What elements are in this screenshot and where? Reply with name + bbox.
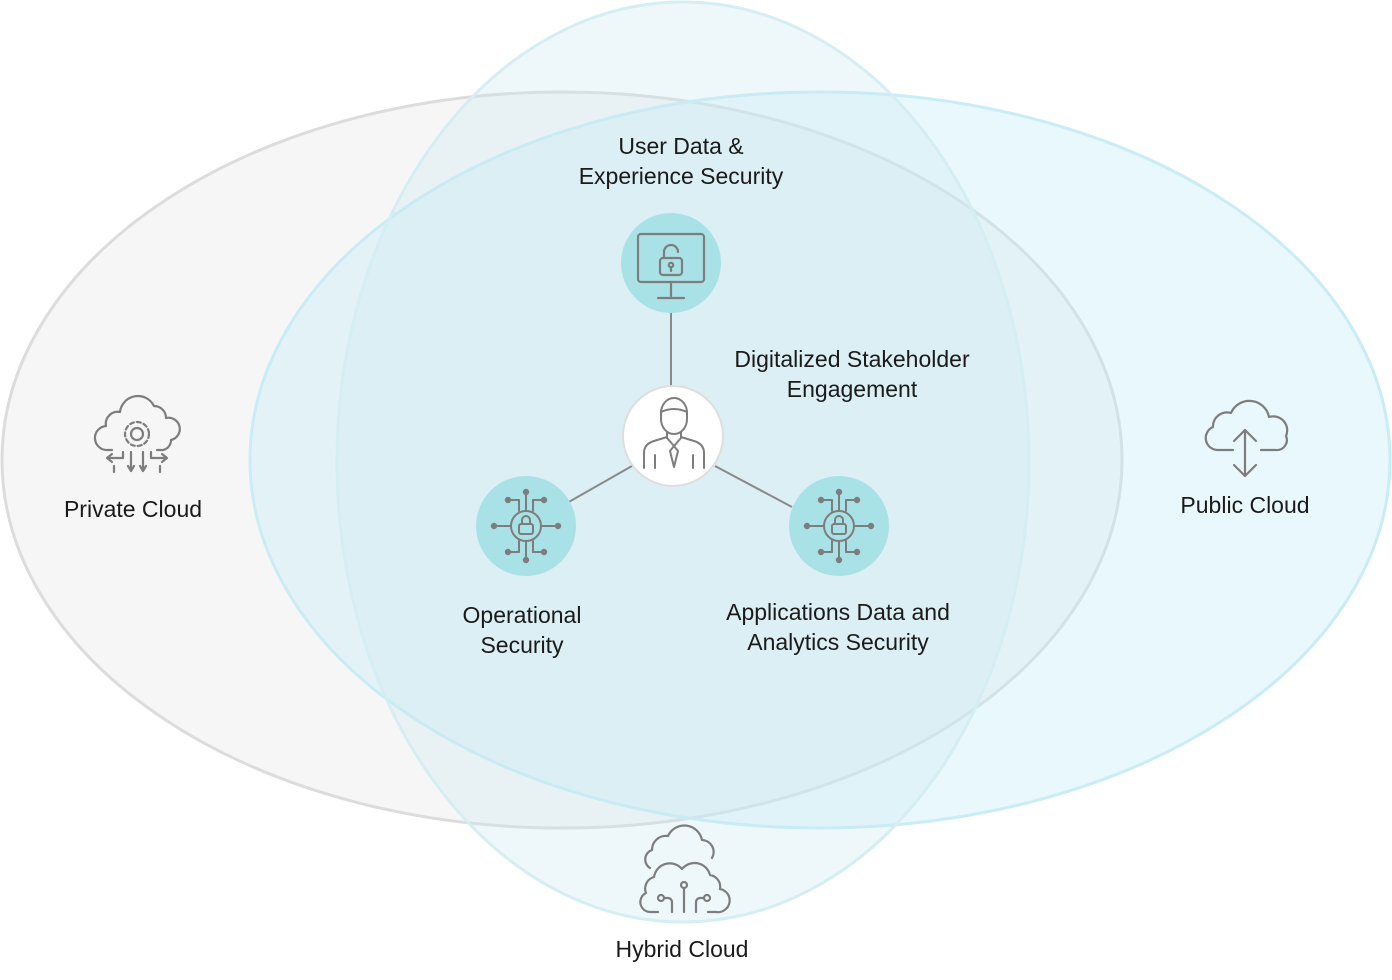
- private-cloud-ellipse: [0, 90, 1124, 830]
- operational-label-line1: Operational: [462, 602, 582, 628]
- applications-label-line1: Applications Data and: [726, 599, 950, 625]
- applications-node: [789, 476, 889, 576]
- cloud-gear-icon: [93, 394, 181, 474]
- cloud-upload-download-icon: [1204, 399, 1289, 478]
- connector-right: [714, 465, 793, 508]
- user-data-label: User Data & Experience Security: [531, 131, 831, 191]
- business-person-icon: [643, 397, 705, 469]
- operational-label: Operational Security: [422, 600, 622, 660]
- connector-left: [566, 465, 633, 504]
- monitor-lock-icon: [636, 232, 706, 300]
- private-cloud-label: Private Cloud: [63, 496, 203, 522]
- public-cloud-label: Public Cloud: [1180, 492, 1310, 518]
- operational-node: [476, 476, 576, 576]
- user-data-label-line1: User Data &: [618, 133, 744, 159]
- hybrid-cloud-label: Hybrid Cloud: [615, 936, 749, 962]
- circuit-lock-icon-applications: [803, 488, 875, 564]
- cloud-circuit-icon: [639, 824, 731, 914]
- operational-label-line2: Security: [480, 632, 564, 658]
- center-label-line1: Digitalized Stakeholder: [734, 346, 970, 372]
- center-label-line2: Engagement: [786, 376, 918, 402]
- public-cloud-ellipse: [248, 90, 1392, 830]
- user-data-label-line2: Experience Security: [578, 163, 784, 189]
- applications-label-line2: Analytics Security: [747, 629, 929, 655]
- center-label: Digitalized Stakeholder Engagement: [702, 344, 1002, 404]
- center-node: [622, 385, 724, 487]
- circuit-lock-icon-operational: [490, 488, 562, 564]
- applications-label: Applications Data and Analytics Security: [688, 597, 988, 657]
